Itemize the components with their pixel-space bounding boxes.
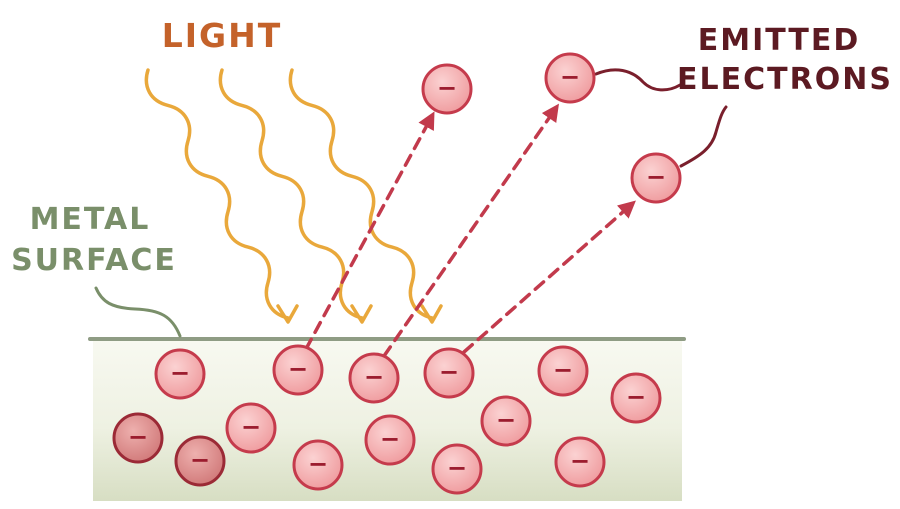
- minus-sign-icon: −: [308, 450, 328, 478]
- minus-sign-icon: −: [646, 163, 666, 191]
- minus-sign-icon: −: [128, 423, 148, 451]
- emitted-label: EMITTED: [698, 23, 861, 58]
- minus-sign-icon: −: [626, 383, 646, 411]
- metal-surface-pointer: [94, 286, 182, 338]
- electron: −: [544, 52, 596, 104]
- electron: −: [364, 414, 416, 466]
- minus-sign-icon: −: [553, 356, 573, 384]
- electron: −: [480, 395, 532, 447]
- electron-circle: [112, 412, 164, 464]
- emitted-electrons-connector-2: [679, 105, 728, 168]
- electron-circle: [174, 435, 226, 487]
- minus-sign-icon: −: [439, 358, 459, 386]
- electron-circle: [225, 402, 277, 454]
- minus-sign-icon: −: [570, 447, 590, 475]
- electron-circle: [423, 347, 475, 399]
- electron-circle: [348, 352, 400, 404]
- minus-sign-icon: −: [364, 363, 384, 391]
- electron-circle: [292, 439, 344, 491]
- electron: −: [348, 352, 400, 404]
- electron: −: [423, 347, 475, 399]
- electron: −: [292, 439, 344, 491]
- electron-circle: [554, 436, 606, 488]
- minus-sign-icon: −: [190, 446, 210, 474]
- light-wave-arrowhead: [420, 304, 443, 324]
- electron: −: [630, 152, 682, 204]
- light-waves: [144, 68, 443, 324]
- minus-sign-icon: −: [560, 63, 580, 91]
- electron-trajectory: [462, 200, 636, 354]
- electron: −: [431, 443, 483, 495]
- minus-sign-icon: −: [496, 406, 516, 434]
- electron: −: [421, 63, 473, 115]
- electron-trajectory: [382, 103, 559, 358]
- minus-sign-icon: −: [380, 425, 400, 453]
- minus-sign-icon: −: [447, 454, 467, 482]
- electron: −: [537, 345, 589, 397]
- electron: −: [272, 344, 324, 396]
- emitted-electrons-connector-1: [594, 68, 682, 92]
- electron: −: [112, 412, 164, 464]
- electron-circle: [480, 395, 532, 447]
- electron: −: [225, 402, 277, 454]
- electron-circle: [537, 345, 589, 397]
- electron-circle: [431, 443, 483, 495]
- electron-circle: [154, 348, 206, 400]
- electron-circle: [272, 344, 324, 396]
- electron-circle: [630, 152, 682, 204]
- minus-sign-icon: −: [288, 355, 308, 383]
- light-wave-arrowhead: [350, 304, 373, 324]
- electron-circle: [364, 414, 416, 466]
- electron-circle: [421, 63, 473, 115]
- light-label: LIGHT: [162, 16, 283, 55]
- minus-sign-icon: −: [241, 413, 261, 441]
- electron: −: [554, 436, 606, 488]
- light-wave-arrowhead: [276, 304, 299, 324]
- electron-circle: [610, 372, 662, 424]
- electron: −: [174, 435, 226, 487]
- light-wave: [288, 68, 434, 320]
- metal-label: METAL: [30, 202, 151, 237]
- minus-sign-icon: −: [170, 359, 190, 387]
- electron: −: [610, 372, 662, 424]
- light-wave: [144, 68, 290, 320]
- electron-trajectory: [304, 111, 435, 351]
- electrons: − − − − − − − − − − − − − − − − −: [112, 52, 682, 495]
- minus-sign-icon: −: [437, 74, 457, 102]
- electron-circle: [544, 52, 596, 104]
- electron-trajectories: [304, 103, 636, 358]
- light-wave: [218, 68, 364, 320]
- electrons-label: ELECTRONS: [677, 62, 893, 97]
- electron: −: [154, 348, 206, 400]
- surface-label: SURFACE: [11, 243, 177, 278]
